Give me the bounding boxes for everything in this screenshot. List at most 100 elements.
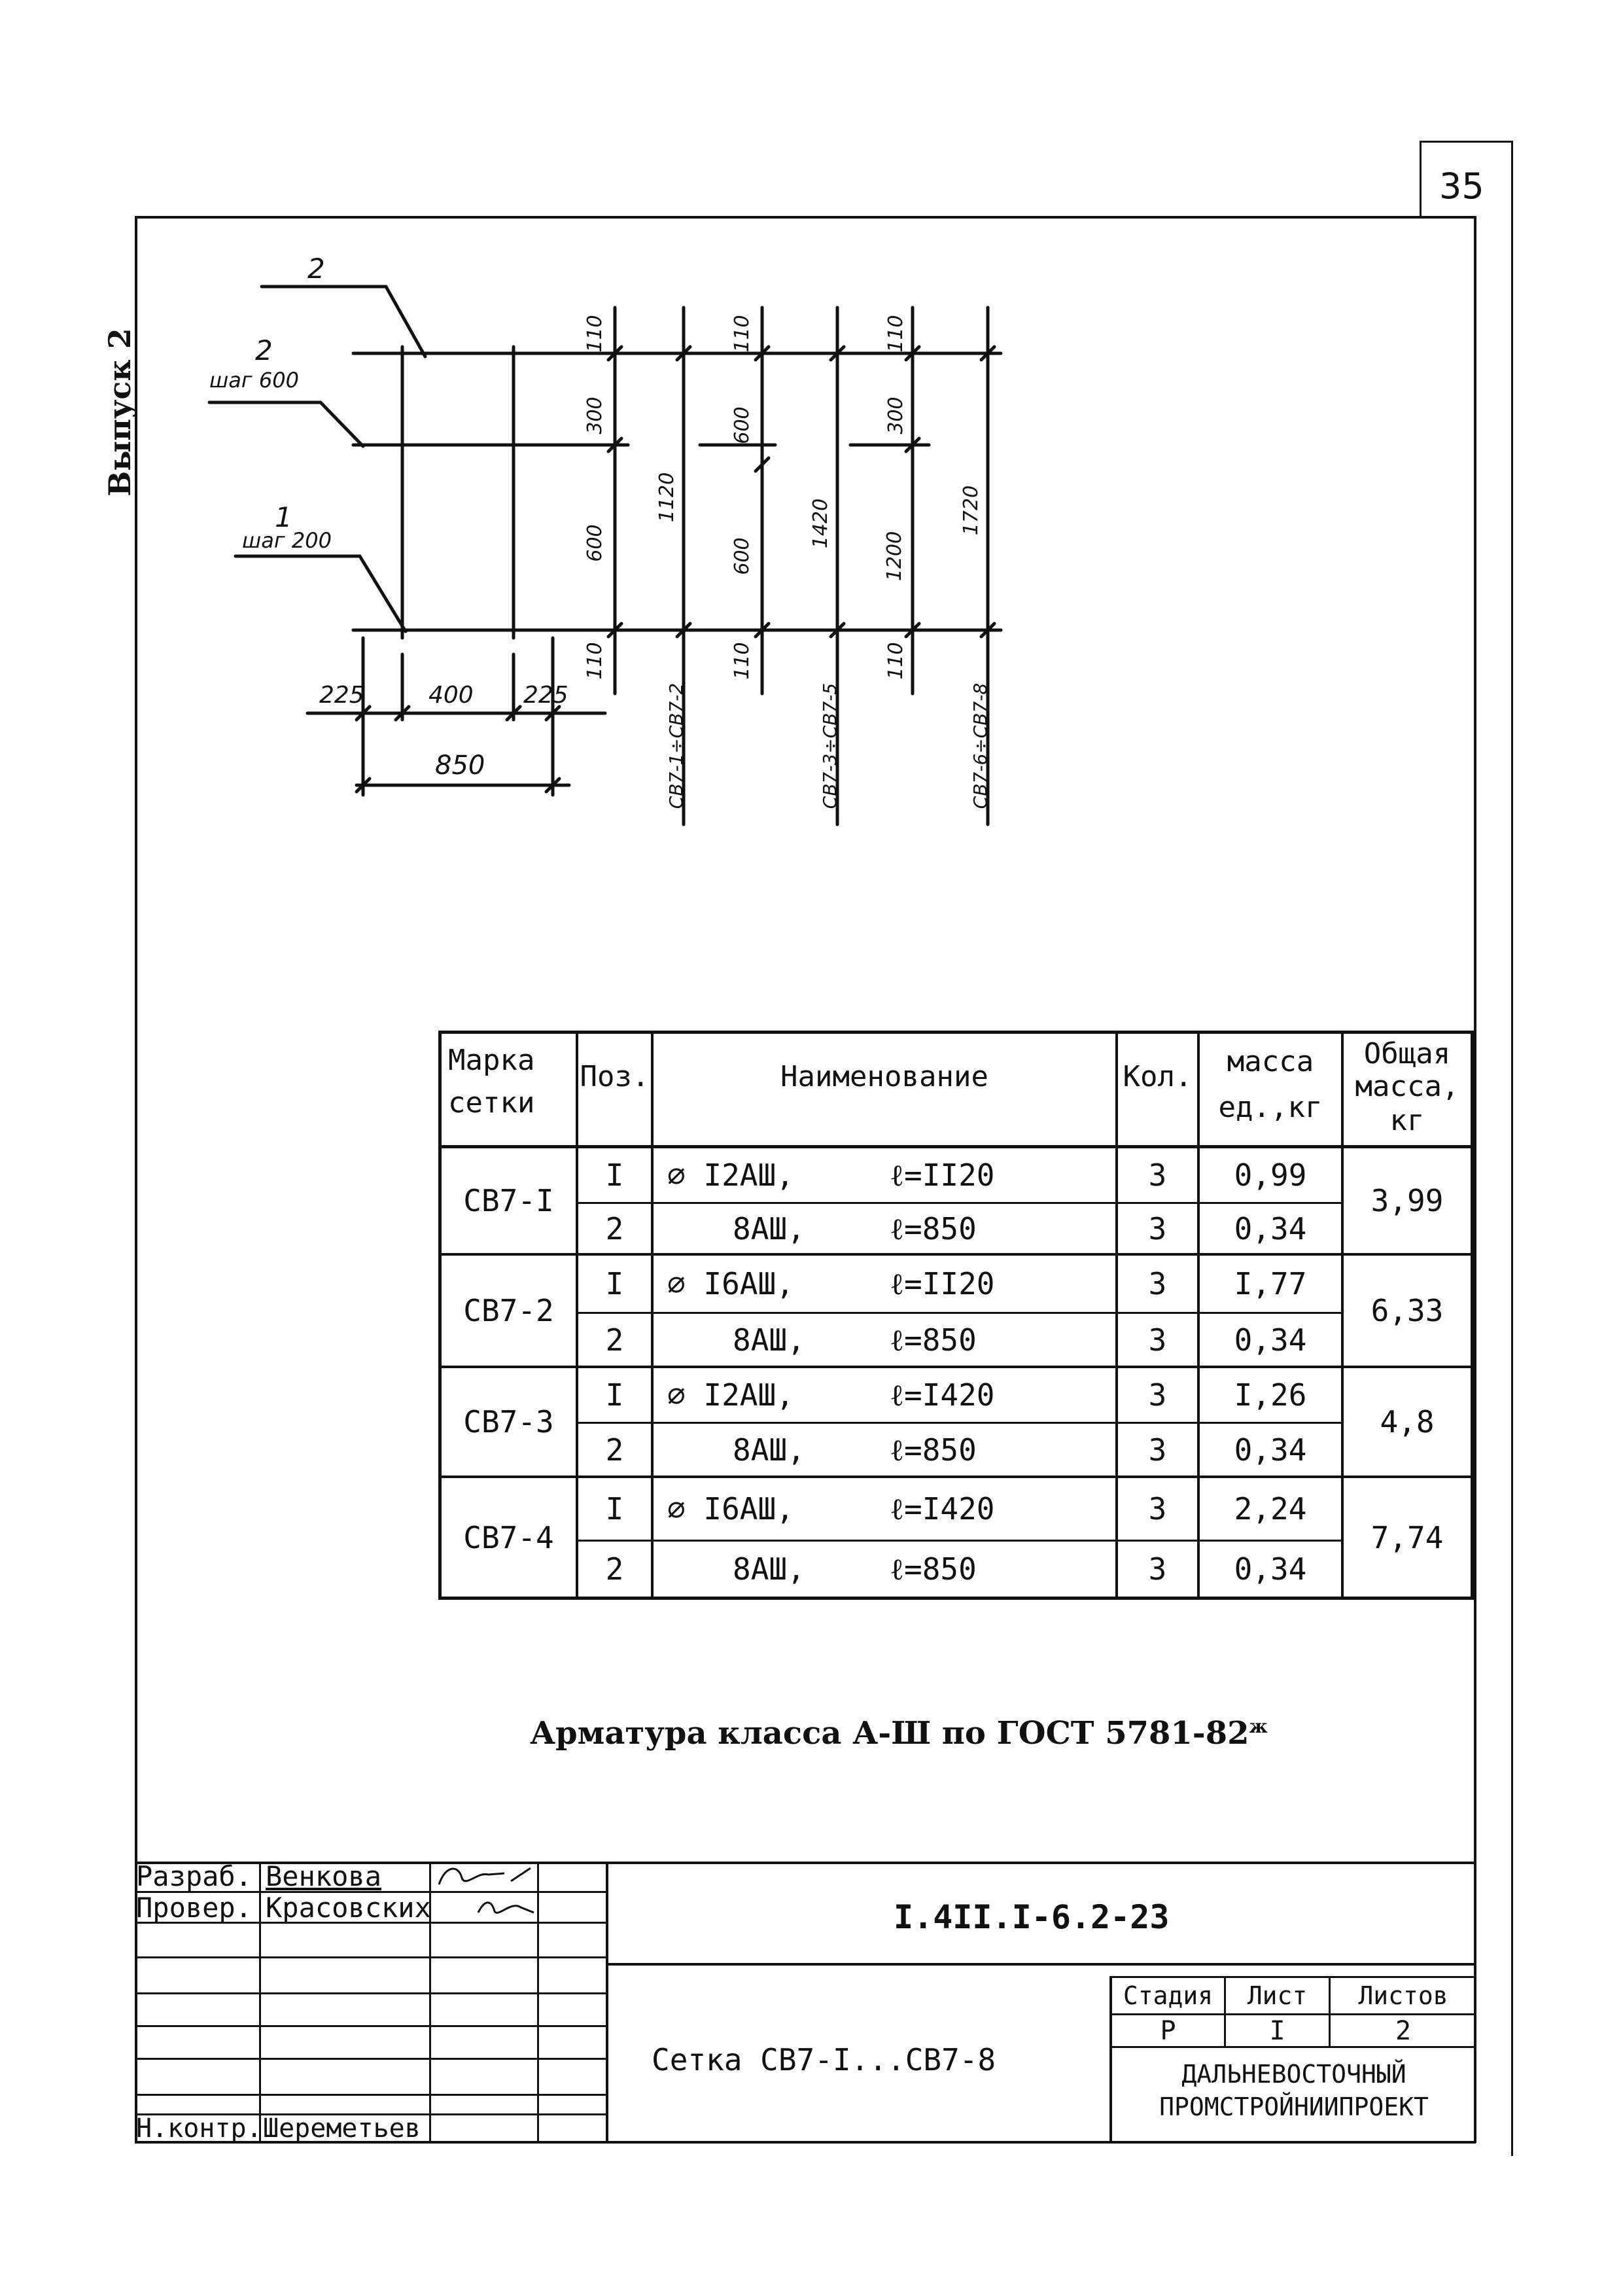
g3r1-len: ℓ=I420 — [890, 1377, 995, 1413]
stage-label: Стадия — [1123, 1981, 1213, 2010]
group2-total: 6,33 — [1370, 1293, 1444, 1328]
frame-bottom — [135, 2141, 1476, 2144]
g2r2-mass: 0,34 — [1234, 1322, 1307, 1358]
col3-dim-bottom: 110 — [884, 642, 907, 680]
col3-dim-step: 300 — [884, 397, 907, 434]
g3r1-qty: 3 — [1148, 1377, 1167, 1413]
g3r2-mass: 0,34 — [1234, 1432, 1307, 1468]
g2r1-dia: ∅ I6АШ, — [667, 1266, 794, 1301]
g4r1-mass: 2,24 — [1234, 1491, 1307, 1527]
g1r2-qty: 3 — [1148, 1210, 1167, 1246]
group3-mark: СВ7-3 — [463, 1404, 554, 1439]
g2r1-qty: 3 — [1148, 1266, 1167, 1301]
header-total-mass-3: кг — [1389, 1103, 1425, 1137]
leader-1-pos: 2 — [307, 253, 325, 285]
leader-2-pos: 2 — [255, 334, 273, 366]
frame-top — [136, 216, 1475, 219]
g2r2-len: ℓ=850 — [890, 1322, 977, 1358]
col3-label: СВ7-6÷СВ7-8 — [969, 682, 991, 809]
leader-2-note: шаг 600 — [209, 368, 299, 393]
stage-value: Р — [1160, 2015, 1176, 2046]
g4r2-qty: 3 — [1148, 1551, 1167, 1587]
g4r2-mass: 0,34 — [1234, 1551, 1307, 1587]
g3r2-qty: 3 — [1148, 1432, 1167, 1468]
header-pos: Поз. — [580, 1059, 650, 1093]
g4r1-qty: 3 — [1148, 1491, 1167, 1527]
col1-label: СВ7-1÷СВ7-2 — [665, 682, 687, 809]
col3-dim-middle: 1200 — [883, 531, 906, 582]
page-number: 35 — [1439, 166, 1484, 207]
col2-dim-top: 110 — [731, 315, 754, 353]
organization-line-1: ДАЛЬНЕВОСТОЧНЫЙ — [1181, 2060, 1406, 2089]
note-text: Арматура класса А-Ш по ГОСТ 5781-82 — [530, 1715, 1249, 1752]
name-checker: Красовских — [266, 1892, 431, 1924]
header-total-mass-1: Общая — [1363, 1036, 1451, 1070]
sheets-label: Листов — [1358, 1981, 1448, 2010]
header-unit-mass-2: ед.,кг — [1218, 1091, 1323, 1124]
sheet-value: I — [1269, 2015, 1285, 2046]
leader-2 — [207, 400, 365, 448]
g4r2-pos: 2 — [605, 1551, 624, 1587]
g1r2-mass: 0,34 — [1234, 1210, 1307, 1246]
col1-dim-bottom: 110 — [584, 642, 606, 680]
header-mark-2: сетки — [448, 1086, 535, 1120]
group4-mark: СВ7-4 — [463, 1519, 554, 1555]
g1r1-qty: 3 — [1148, 1157, 1167, 1193]
spec-table: Марка сетки Поз. Наименование Кол. масса… — [438, 1031, 1474, 1600]
g1r2-pos: 2 — [605, 1210, 624, 1246]
group2-mark: СВ7-2 — [463, 1293, 554, 1328]
g1r1-dia: ∅ I2АШ, — [667, 1157, 794, 1193]
col2-dim-middle: 600 — [731, 537, 754, 575]
drawing-title: Сетка СВ7-I...СВ7-8 — [652, 2042, 996, 2077]
dim-column-2 — [698, 306, 852, 826]
role-developer: Разраб. — [136, 1860, 253, 1892]
g4r1-len: ℓ=I420 — [890, 1491, 995, 1527]
g3r1-mass: I,26 — [1234, 1377, 1307, 1413]
g3r2-dia: 8АШ, — [733, 1432, 805, 1468]
signature-checker — [477, 1901, 534, 1914]
dim-column-1 — [541, 306, 702, 826]
g3r2-pos: 2 — [605, 1432, 624, 1468]
name-norm-control: Шереметьев — [263, 2113, 421, 2144]
sheets-value: 2 — [1395, 2015, 1412, 2046]
g3r1-dia: ∅ I2АШ, — [667, 1377, 794, 1413]
leader-1 — [260, 285, 427, 359]
col1-dim-middle: 600 — [584, 524, 606, 562]
g1r2-len: ℓ=850 — [890, 1210, 977, 1246]
g2r1-pos: I — [605, 1266, 624, 1301]
leader-3-pos: 1 — [275, 501, 292, 533]
role-norm-control: Н.контр. — [136, 2113, 262, 2144]
col2-total: 1420 — [809, 498, 832, 549]
header-qty: Кол. — [1123, 1059, 1193, 1093]
dim-225-right: 225 — [523, 682, 568, 709]
g4r1-pos: I — [605, 1491, 624, 1527]
g4r2-len: ℓ=850 — [890, 1551, 977, 1587]
leader-3 — [234, 554, 408, 633]
g3r2-len: ℓ=850 — [890, 1432, 977, 1468]
g1r1-pos: I — [605, 1157, 624, 1193]
g2r1-len: ℓ=II20 — [890, 1266, 995, 1301]
g2r2-qty: 3 — [1148, 1322, 1167, 1358]
g2r2-pos: 2 — [605, 1322, 624, 1358]
dim-column-3 — [848, 306, 1003, 826]
dim-850: 850 — [435, 751, 485, 781]
col3-dim-top: 110 — [884, 315, 907, 353]
g3r1-pos: I — [605, 1377, 624, 1413]
g4r2-dia: 8АШ, — [733, 1551, 805, 1587]
col1-total: 1120 — [655, 472, 678, 523]
header-mark-1: Марка — [448, 1043, 535, 1077]
group1-total: 3,99 — [1370, 1183, 1444, 1218]
frame-right — [1474, 216, 1476, 2143]
col2-dim-bottom: 110 — [731, 642, 754, 680]
organization-line-2: ПРОМСТРОЙНИИПРОЕКТ — [1159, 2093, 1429, 2121]
frame-left — [135, 216, 137, 2143]
role-checker: Провер. — [136, 1892, 253, 1924]
reinforcement-note: Арматура класса А-Ш по ГОСТ 5781-82ж — [530, 1715, 1268, 1752]
mesh-drawing — [207, 285, 1003, 826]
header-name: Наименование — [780, 1059, 988, 1093]
leader-3-note: шаг 200 — [242, 528, 332, 553]
signature-developer — [438, 1867, 531, 1885]
g2r1-mass: I,77 — [1234, 1266, 1307, 1301]
note-superscript: ж — [1249, 1716, 1268, 1737]
dim-400: 400 — [428, 682, 474, 709]
